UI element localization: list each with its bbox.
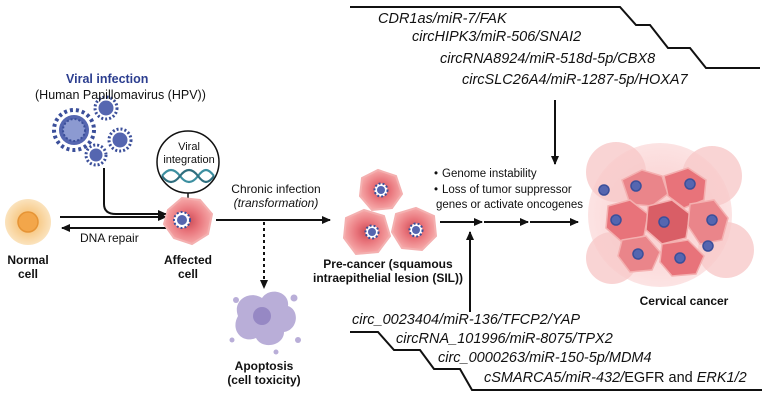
infection-arrow <box>103 168 167 218</box>
normal-cell-label-1: Normal <box>7 253 49 267</box>
hpv-virus-icon <box>107 127 133 153</box>
viral-infection-title: Viral infection <box>66 72 149 86</box>
upper-axis-3: circRNA8924/miR-518d-5p/CBX8 <box>440 51 656 67</box>
upper-axis-4: circSLC26A4/miR-1287-5p/HOXA7 <box>462 72 688 88</box>
normal-cell-label-2: cell <box>17 267 38 281</box>
event-text-2a: Loss of tumor suppressor <box>442 184 572 196</box>
transformation-label: (transformation) <box>233 196 319 210</box>
lower-axis-3: circ_0000263/miR-150-5p/MDM4 <box>438 350 652 366</box>
upper-bracket-line <box>350 6 760 69</box>
event-text-2b: genes or activate oncogenes <box>436 199 584 211</box>
pre-cancer-label-1: Pre-cancer (squamous <box>323 257 453 271</box>
viral-infection-subtitle: (Human Papillomavirus (HPV)) <box>35 88 206 102</box>
normal-cell-icon <box>5 199 51 245</box>
chronic-infection-label: Chronic infection <box>231 182 321 196</box>
affected-cell-label-2: cell <box>177 267 198 281</box>
lower-axis-2: circRNA_101996/miR-8075/TPX2 <box>396 331 613 347</box>
event-text-1: Genome instability <box>442 168 537 180</box>
lower-bracket-line <box>350 331 762 391</box>
cervical-cancer-label: Cervical cancer <box>639 294 729 308</box>
lower-axis-4-plain: EGFR and <box>624 370 697 386</box>
viral-integration-label-2: integration <box>163 154 215 166</box>
upper-axis-1: CDR1as/miR-7/FAK <box>378 11 507 27</box>
upper-axis-2: circHIPK3/miR-506/SNAI2 <box>412 29 582 45</box>
lower-axis-4: cSMARCA5/miR-432/EGFR and ERK1/2 <box>484 370 747 386</box>
hpv-virus-icon <box>93 95 119 121</box>
lower-axis-4-italic: cSMARCA5/miR-432/ <box>484 370 625 386</box>
event-bullet-2: • <box>434 184 439 196</box>
apoptosis-label-2: (cell toxicity) <box>227 373 301 387</box>
lower-axis-4-end: ERK1/2 <box>696 370 747 386</box>
lower-axis-1: circ_0023404/miR-136/TFCP2/YAP <box>352 312 581 328</box>
pre-cancer-label-2: intraepithelial lesion (SIL)) <box>312 271 464 285</box>
affected-cell-icon <box>162 196 214 246</box>
hpv-virus-icon <box>84 143 108 167</box>
affected-cell-label-1: Affected <box>163 253 212 267</box>
dna-repair-label: DNA repair <box>80 231 139 245</box>
event-bullet-1: • <box>434 168 439 180</box>
apoptosis-cell-icon <box>229 291 301 355</box>
hpv-virus-icon <box>52 108 96 152</box>
apoptosis-label-1: Apoptosis <box>234 359 294 373</box>
pre-cancer-cells-icon <box>342 168 438 256</box>
viral-integration-label-1: Viral <box>178 141 200 153</box>
cervical-cancer-tumor-icon <box>586 142 754 287</box>
